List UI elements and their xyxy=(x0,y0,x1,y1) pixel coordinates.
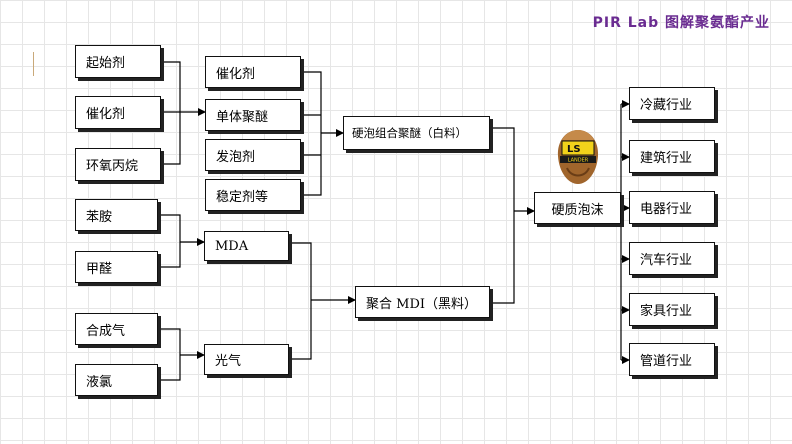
node-black-blend: 聚合 MDI（黑料） xyxy=(355,286,490,318)
node-white-blend: 硬泡组合聚醚（白料） xyxy=(343,116,490,150)
node-aniline: 苯胺 xyxy=(75,199,158,231)
node-industry-construction: 建筑行业 xyxy=(629,140,715,173)
node-blowing-agent: 发泡剂 xyxy=(205,139,301,171)
svg-text:LS: LS xyxy=(567,144,581,155)
node-industry-pipeline: 管道行业 xyxy=(629,343,715,376)
node-phosgene: 光气 xyxy=(204,344,289,375)
node-rigid-foam: 硬质泡沫 xyxy=(534,192,621,224)
node-industry-appliances: 电器行业 xyxy=(629,191,715,224)
node-polyether-monomer: 单体聚醚 xyxy=(205,99,301,131)
node-propylene-oxide: 环氧丙烷 xyxy=(75,148,161,181)
node-industry-furniture: 家具行业 xyxy=(629,293,715,326)
logo-text: LANDER xyxy=(568,158,589,164)
page-title: PIR Lab 图解聚氨酯产业 xyxy=(592,15,770,31)
node-stabilizer: 稳定剂等 xyxy=(205,179,301,211)
node-formaldehyde: 甲醛 xyxy=(75,251,158,283)
node-liquid-chlorine: 液氯 xyxy=(75,364,158,396)
node-industry-cold-storage: 冷藏行业 xyxy=(629,87,715,120)
node-industry-automotive: 汽车行业 xyxy=(629,242,715,275)
node-initiator: 起始剂 xyxy=(75,45,161,78)
node-catalyst-raw: 催化剂 xyxy=(75,96,161,129)
node-mda: MDA xyxy=(204,231,289,261)
node-syngas: 合成气 xyxy=(75,313,158,345)
node-catalyst: 催化剂 xyxy=(205,56,301,88)
decorative-tick xyxy=(33,52,34,76)
lander-logo: LS LANDER xyxy=(557,130,599,184)
